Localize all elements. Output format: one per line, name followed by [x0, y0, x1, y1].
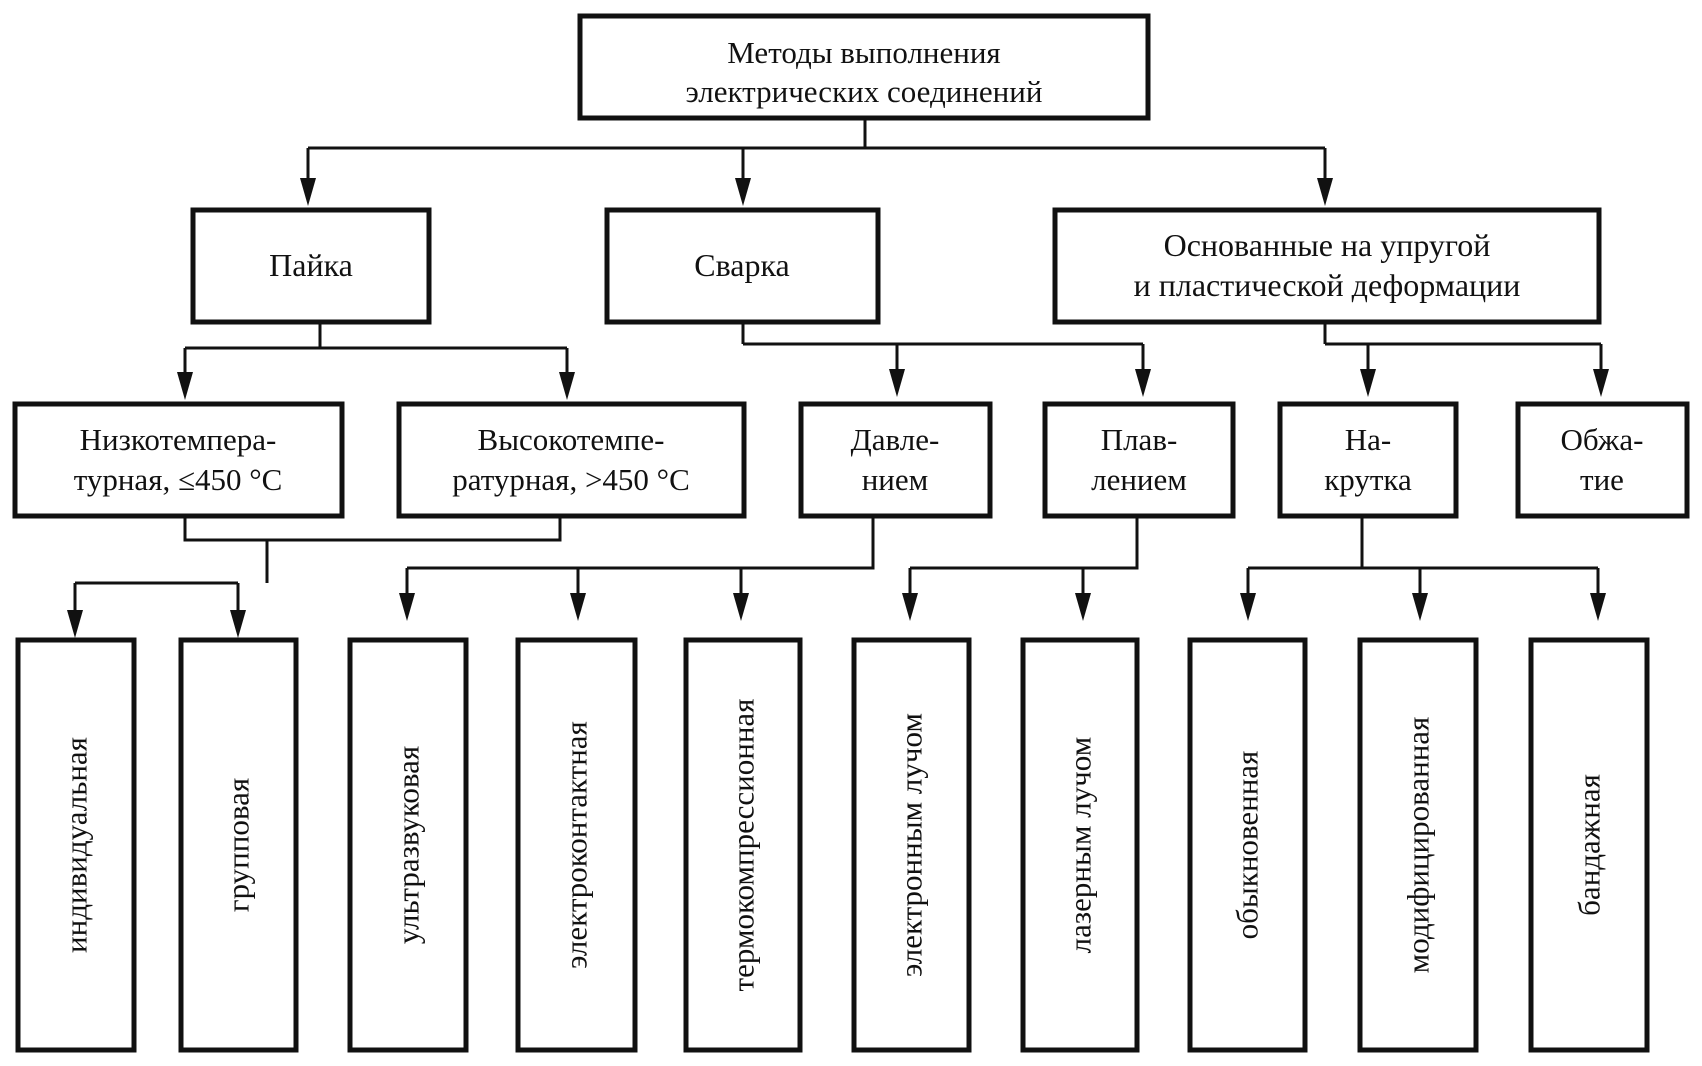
soldering-box	[190, 207, 432, 325]
pressure-line2: нием	[862, 462, 929, 497]
welding-box	[604, 207, 881, 325]
pressure-node: Давле- нием	[798, 401, 993, 519]
arrow-to-low-temp	[177, 372, 193, 400]
bandage-box	[1528, 637, 1650, 1053]
ultrasonic-label: ультразвуковая	[391, 746, 426, 944]
melting-line2: лением	[1091, 462, 1187, 497]
electrocontact-label: электроконтактная	[559, 721, 594, 969]
modified-label: модифицированная	[1401, 717, 1436, 974]
modified-box	[1357, 637, 1479, 1053]
arrow-to-modified	[1412, 593, 1428, 621]
wrapping-line2: крутка	[1324, 462, 1412, 497]
root-box	[577, 13, 1151, 121]
ordinary-label: обыкновенная	[1230, 751, 1265, 940]
high-temp-line2: ратурная, >450 °С	[452, 462, 690, 497]
connectors	[73, 118, 1603, 615]
ultrasonic-node: ультразвуковая	[347, 637, 469, 1053]
ordinary-node: обыкновенная	[1187, 637, 1308, 1053]
crimping-line1: Обжа-	[1561, 422, 1644, 457]
arrow-to-soldering	[300, 178, 316, 206]
arrow-to-ultrasonic	[399, 593, 415, 621]
crimping-node: Обжа- тие	[1515, 401, 1690, 519]
arrow-to-melting	[1135, 369, 1151, 397]
pressure-line1: Давле-	[851, 422, 940, 457]
arrow-to-individual	[67, 610, 83, 638]
thermocompression-node: термокомпрессионная	[683, 637, 803, 1053]
laser-beam-node: лазерным лучом	[1020, 637, 1140, 1053]
pressure-box	[798, 401, 993, 519]
individual-label: индивидуальная	[59, 737, 94, 953]
deformation-box	[1052, 207, 1602, 325]
arrow-to-electrocontact	[570, 593, 586, 621]
high-temp-node: Высокотемпе- ратурная, >450 °С	[396, 401, 747, 519]
welding-label: Сварка	[694, 247, 790, 283]
arrow-to-pressure	[889, 369, 905, 397]
wrapping-box	[1277, 401, 1459, 519]
electron-beam-node: электронным лучом	[851, 637, 972, 1053]
individual-box	[15, 637, 137, 1053]
electron-beam-label: электронным лучом	[894, 713, 929, 977]
wrapping-node: На- крутка	[1277, 401, 1459, 519]
low-temp-line2: турная, ≤450 °С	[74, 462, 283, 497]
modified-node: модифицированная	[1357, 637, 1479, 1053]
laser-beam-label: лазерным лучом	[1063, 737, 1098, 954]
crimping-line2: тие	[1580, 462, 1624, 497]
laser-beam-box	[1020, 637, 1140, 1053]
arrow-to-welding	[735, 178, 751, 206]
thermocompression-label: термокомпрессионная	[726, 699, 761, 992]
soldering-node: Пайка	[190, 207, 432, 325]
crimping-box	[1515, 401, 1690, 519]
arrow-to-crimping	[1593, 369, 1609, 397]
high-temp-line1: Высокотемпе-	[478, 422, 665, 457]
group-node: групповая	[178, 637, 299, 1053]
arrow-to-laser-beam	[1075, 593, 1091, 621]
individual-node: индивидуальная	[15, 637, 137, 1053]
root-node: Методы выполнения электрических соединен…	[577, 13, 1151, 121]
bandage-node: бандажная	[1528, 637, 1650, 1053]
electron-beam-box	[851, 637, 972, 1053]
arrowheads	[67, 178, 1609, 638]
root-title-line1: Методы выполнения	[727, 35, 1000, 70]
deformation-node: Основанные на упругой и пластической деф…	[1052, 207, 1602, 325]
group-box	[178, 637, 299, 1053]
low-temp-line1: Низкотемпера-	[80, 422, 277, 457]
soldering-label: Пайка	[269, 247, 353, 283]
arrow-to-ordinary	[1240, 593, 1256, 621]
melting-node: Плав- лением	[1042, 401, 1236, 519]
melting-box	[1042, 401, 1236, 519]
deformation-line2: и пластической деформации	[1134, 267, 1521, 303]
ordinary-box	[1187, 637, 1308, 1053]
high-temp-box	[396, 401, 747, 519]
bandage-label: бандажная	[1572, 774, 1607, 916]
wrapping-line1: На-	[1345, 422, 1391, 457]
ultrasonic-box	[347, 637, 469, 1053]
arrow-to-thermocompression	[733, 593, 749, 621]
low-temp-box	[12, 401, 345, 519]
arrow-to-deformation	[1317, 178, 1333, 206]
electrocontact-node: электроконтактная	[515, 637, 638, 1053]
group-label: групповая	[221, 778, 256, 912]
thermocompression-box	[683, 637, 803, 1053]
melting-line1: Плав-	[1101, 422, 1178, 457]
welding-node: Сварка	[604, 207, 881, 325]
root-title-line2: электрических соединений	[686, 74, 1043, 109]
arrow-to-wrapping	[1360, 369, 1376, 397]
deformation-line1: Основанные на упругой	[1164, 227, 1491, 263]
low-temp-node: Низкотемпера- турная, ≤450 °С	[12, 401, 345, 519]
arrow-to-group	[230, 610, 246, 638]
electrocontact-box	[515, 637, 638, 1053]
arrow-to-high-temp	[559, 372, 575, 400]
arrow-to-bandage	[1590, 593, 1606, 621]
arrow-to-electron-beam	[902, 593, 918, 621]
